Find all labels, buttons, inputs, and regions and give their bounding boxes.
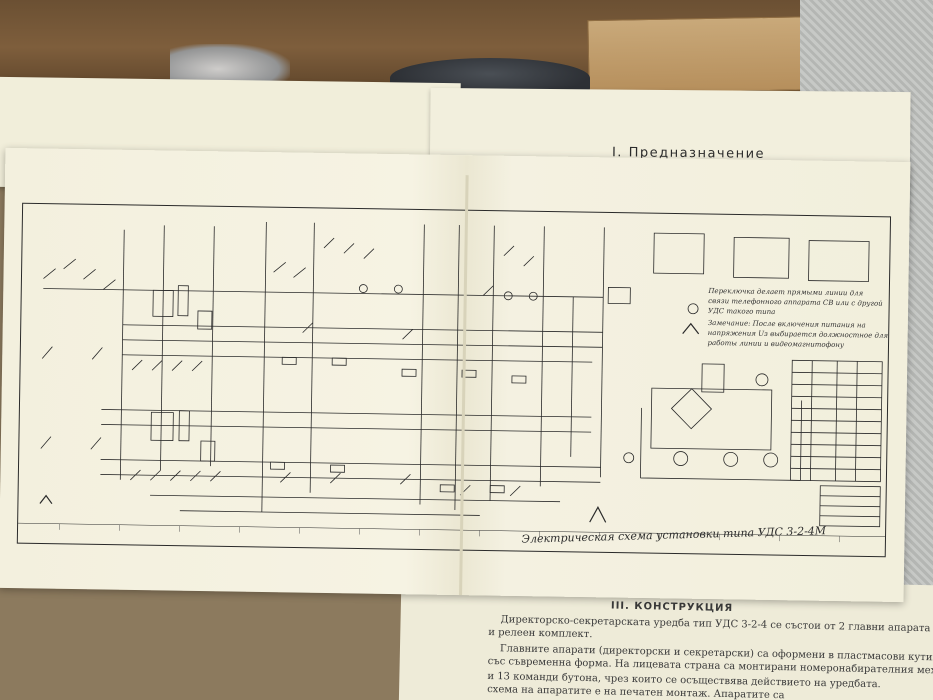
bottom-text-line: и релеен комплект. — [488, 626, 593, 641]
electrical-schematic-sheet: Переключка делает прямыми линии для связ… — [0, 147, 911, 603]
cardboard-flap — [587, 15, 831, 95]
note-line: УДС такого типа — [707, 306, 776, 317]
schematic-drawing — [16, 175, 892, 596]
bottom-heading: III. КОНСТРУКЦИЯ — [610, 600, 734, 615]
